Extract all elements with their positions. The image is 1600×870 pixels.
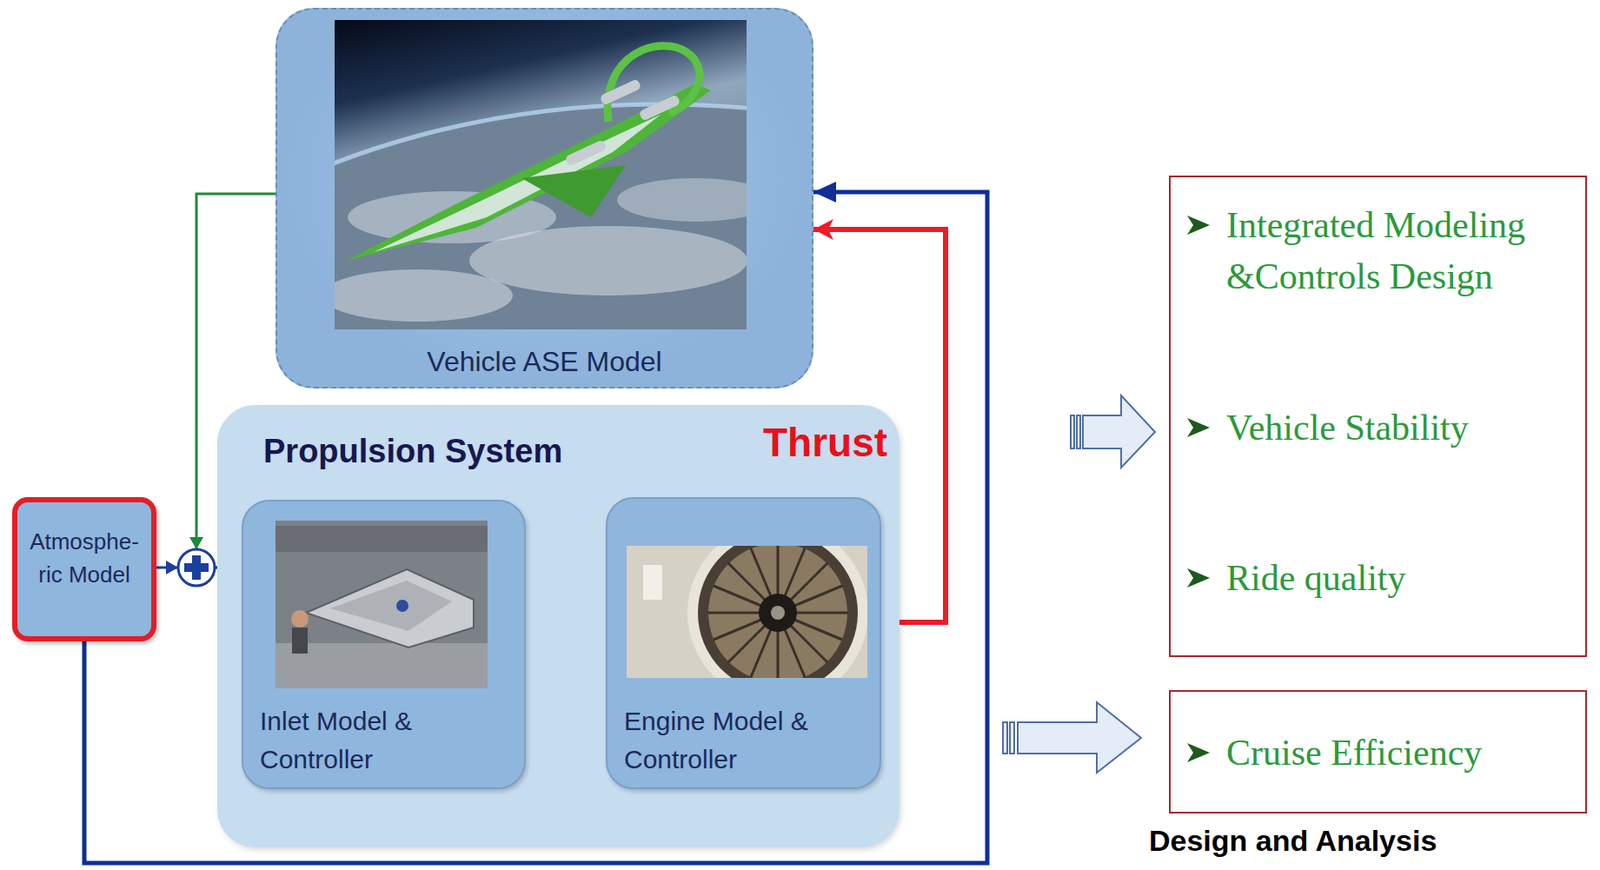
bullet-symbol (1185, 564, 1212, 591)
bullet-symbol (1185, 739, 1212, 766)
node-text: Atmosphe- ric Model (17, 524, 152, 591)
node-text: Engine Model & Controller (624, 702, 850, 779)
text-slot: Propulsion System (263, 431, 751, 472)
text-slot: Engine Model & Controller (624, 702, 850, 779)
aircraft-picture (334, 19, 747, 330)
propulsion-system-group: Inlet Model & Controller Engine Model & C… (217, 404, 900, 848)
text-slot: Vehicle ASE Model (277, 345, 812, 379)
summing-junction (165, 537, 215, 586)
label-slot: Design and Analysis (1148, 823, 1437, 858)
section-heading: Design and Analysis (1148, 823, 1437, 858)
engine-model-box: Engine Model & Controller (605, 497, 882, 790)
efficiency-goal-box: Cruise Efficiency (1168, 690, 1587, 814)
node-text: Vehicle Stability (1226, 402, 1573, 454)
label-slot: Thrust (763, 418, 888, 466)
inlet-picture (275, 520, 488, 689)
text-slot: Ride quality (1185, 552, 1573, 605)
vehicle-model-box: Vehicle ASE Model (275, 7, 814, 389)
node-text: Inlet Model & Controller (259, 702, 473, 779)
text-slot: Inlet Model & Controller (259, 702, 473, 779)
engine-picture (626, 545, 868, 678)
node-text: Cruise Efficiency (1226, 727, 1573, 779)
text-slot: Integrated Modeling &Controls Design (1185, 199, 1573, 303)
node-text: Vehicle ASE Model (277, 345, 812, 379)
block-arrow (1002, 702, 1142, 773)
text-slot: Cruise Efficiency (1185, 727, 1573, 779)
node-text: Integrated Modeling &Controls Design (1226, 199, 1573, 303)
bullet-symbol (1185, 414, 1212, 441)
inlet-model-box: Inlet Model & Controller (241, 499, 526, 790)
signal-label: Thrust (763, 418, 888, 466)
text-slot: Atmosphe- ric Model (17, 524, 152, 591)
node-text: Propulsion System (263, 431, 751, 472)
block-arrow (1070, 395, 1156, 468)
design-goals-box: Integrated Modeling &Controls DesignVehi… (1168, 175, 1587, 658)
bullet-symbol (1185, 212, 1212, 239)
text-slot: Vehicle Stability (1185, 402, 1573, 454)
node-text: Ride quality (1226, 552, 1573, 605)
atmospheric-model-box: Atmosphe- ric Model (12, 497, 157, 642)
